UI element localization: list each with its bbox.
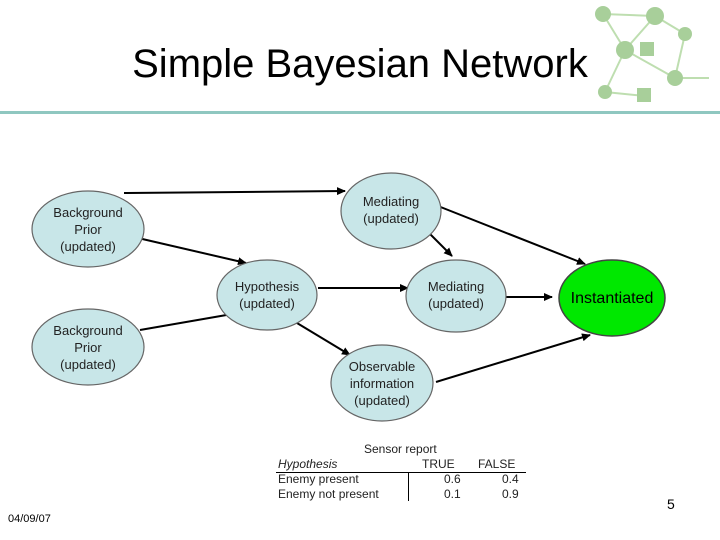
- table-row: Enemy not present 0.1 0.9: [278, 487, 528, 503]
- edge-bg1-to-hypothesis: [137, 237, 247, 266]
- node-background-prior-2-label: Background Prior (updated): [53, 322, 123, 372]
- table-header: Hypothesis TRUE FALSE: [276, 456, 526, 473]
- node-hypothesis-label: Hypothesis (updated): [234, 279, 300, 311]
- table-row: Enemy present 0.6 0.4: [278, 472, 528, 488]
- title-divider: [0, 111, 720, 114]
- edge-mediating-top-to-mediating-mid: [427, 231, 453, 257]
- table-cell-false: 0.9: [502, 487, 519, 501]
- node-instantiated-label: Instantiated: [570, 289, 654, 307]
- node-background-prior-1: [31, 190, 145, 268]
- node-mediating-mid: [405, 259, 507, 333]
- node-instantiated: [558, 259, 666, 337]
- node-hypothesis: [216, 259, 318, 331]
- edge-hypothesis-to-observable: [291, 319, 351, 356]
- table-divider: [408, 473, 409, 501]
- table-caption: Sensor report: [364, 442, 437, 456]
- node-mediating-top-label: Mediating (updated): [362, 194, 420, 226]
- slide-title: Simple Bayesian Network: [132, 42, 588, 86]
- table-row-label: Enemy not present: [278, 487, 379, 501]
- node-observable: [330, 344, 434, 422]
- node-mediating-mid-label: Mediating (updated): [427, 279, 485, 311]
- node-background-prior-2: [31, 308, 145, 386]
- node-observable-label: Observable information (updated): [348, 358, 416, 408]
- table-row-label: Enemy present: [278, 472, 359, 486]
- table-cell-false: 0.4: [502, 472, 519, 486]
- table-header-hypothesis: Hypothesis: [278, 457, 338, 471]
- page-number: 5: [667, 496, 675, 512]
- table-header-true: TRUE: [422, 457, 455, 471]
- edge-bg2-to-hypothesis: [139, 310, 239, 331]
- table-cell-true: 0.1: [444, 487, 461, 501]
- table-header-false: FALSE: [478, 457, 516, 471]
- edge-mediating-top-to-instantiated: [437, 205, 586, 265]
- node-background-prior-1-label: Background Prior (updated): [53, 204, 123, 254]
- edge-bg1-to-mediating-top: [123, 187, 346, 196]
- node-mediating-top: [340, 172, 442, 250]
- edge-observable-to-instantiated: [435, 333, 591, 383]
- table-cell-true: 0.6: [444, 472, 461, 486]
- footer-date: 04/09/07: [8, 513, 51, 525]
- network-logo-icon: [595, 6, 709, 102]
